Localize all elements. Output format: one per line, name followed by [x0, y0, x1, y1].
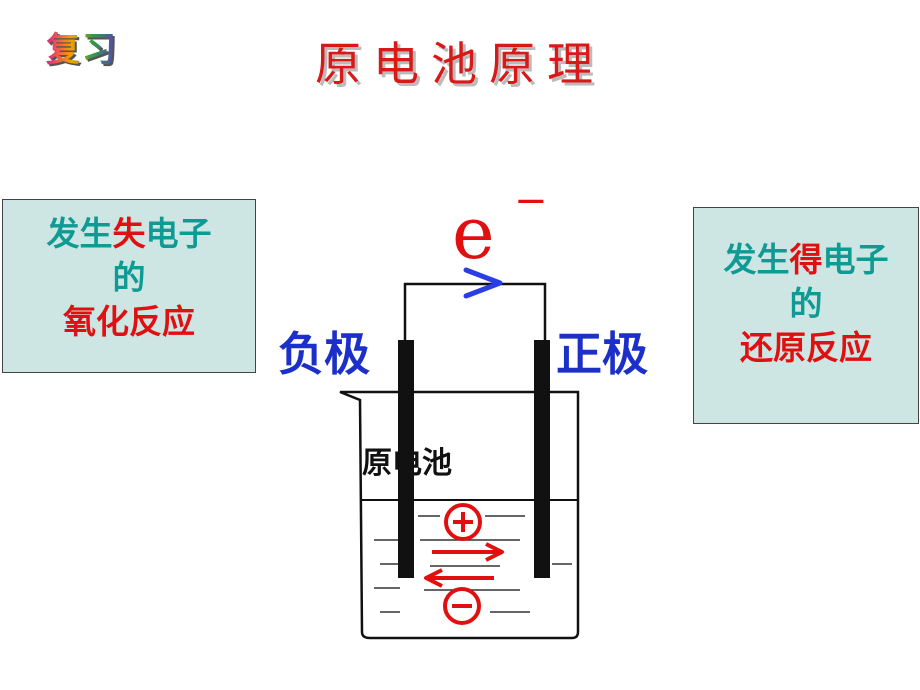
beaker: [339, 390, 580, 640]
cathode-line1: 发生得电子: [694, 238, 918, 282]
cell-label: 原电池: [362, 446, 452, 481]
anode-line2: 的: [112, 258, 146, 297]
anode-line1: 发生失电子: [3, 212, 255, 256]
cathode-info-box: 发生得电子 的 还原反应: [693, 207, 919, 424]
anode-line1-keyword: 失: [112, 214, 146, 253]
electron-flow-arrow-icon: [463, 267, 503, 299]
cathode-line1-keyword: 得: [789, 240, 823, 279]
anode-line1-suffix: 电子: [145, 214, 212, 253]
anion-icon: [443, 587, 481, 625]
anion-migration-arrow-icon: [424, 568, 443, 588]
external-wire: [403, 282, 547, 345]
anode-line3: 氧化反应: [63, 302, 195, 341]
page-title: 原电池原理: [315, 37, 605, 91]
review-badge: 复习: [46, 22, 118, 71]
anode-line1-prefix: 发生: [46, 214, 113, 253]
electron-label: e: [452, 191, 495, 275]
cathode-line2: 的: [789, 284, 823, 323]
cation-icon: [444, 503, 482, 541]
electron-superscript: −: [514, 178, 548, 224]
negative-electrode-label: 负极: [278, 327, 370, 381]
cathode-line3: 还原反应: [740, 328, 872, 367]
positive-electrode-label: 正极: [556, 327, 648, 381]
cathode-line1-prefix: 发生: [723, 240, 790, 279]
cation-migration-arrow-icon: [485, 542, 504, 562]
negative-electrode: [398, 340, 414, 578]
anode-info-box: 发生失电子 的 氧化反应: [2, 199, 256, 373]
cathode-line1-suffix: 电子: [822, 240, 889, 279]
positive-electrode: [534, 340, 550, 578]
